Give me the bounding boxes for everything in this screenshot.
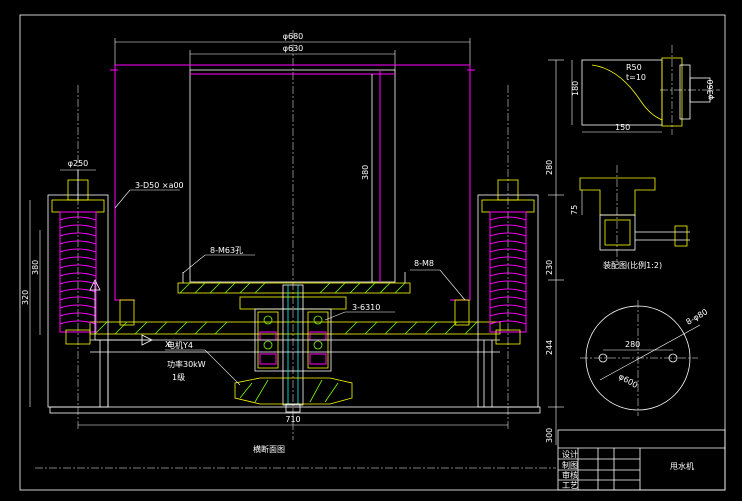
bottom-caption: 横断面图 bbox=[253, 444, 285, 454]
label-motor: 电机Y4 bbox=[167, 340, 193, 350]
detail-a-note-sub: t=10 bbox=[626, 73, 646, 82]
dim-right-3: 244 bbox=[545, 340, 554, 355]
label-bolts-d50: 3-D50 ×a00 bbox=[135, 181, 184, 190]
dim-drum-height: 380 bbox=[361, 165, 370, 180]
title-row-2: 制图 bbox=[562, 460, 578, 470]
label-m63: 8-M63孔 bbox=[210, 246, 243, 255]
dim-top-outer: φ680 bbox=[283, 32, 304, 41]
main-frame-beam bbox=[89, 321, 501, 335]
dim-left-2: 380 bbox=[31, 260, 40, 275]
detail-b: 75 装配图(比例1:2) bbox=[570, 165, 690, 270]
housing-left-wall bbox=[114, 65, 135, 301]
detail-a-note-top: R50 bbox=[626, 63, 642, 72]
left-spring bbox=[59, 211, 97, 333]
title-row-1: 设计 bbox=[562, 449, 578, 459]
detail-c-label-holes: 8-φ80 bbox=[685, 307, 710, 327]
dim-right-1: 280 bbox=[545, 160, 554, 175]
drive-pulley bbox=[234, 377, 353, 405]
main-shaft bbox=[282, 284, 304, 406]
right-spring bbox=[489, 211, 527, 333]
label-motor-speed: 1级 bbox=[172, 372, 185, 382]
detail-c: 280 8-φ80 φ600 bbox=[580, 300, 709, 416]
detail-b-dim-left: 75 bbox=[570, 205, 579, 215]
detail-a-dim-left: 180 bbox=[571, 81, 580, 96]
detail-a: 180 150 R50 t=10 φ360 bbox=[571, 45, 720, 135]
sheet-frame bbox=[19, 14, 726, 491]
dim-spring-top: φ250 bbox=[68, 159, 89, 168]
housing-right-wall bbox=[450, 65, 471, 301]
detail-a-profile bbox=[591, 64, 663, 121]
drawing-name: 甩水机 bbox=[670, 461, 694, 471]
detail-c-dim-center: 280 bbox=[625, 340, 640, 349]
title-row-4: 工艺 bbox=[562, 481, 578, 490]
dim-left-1: 320 bbox=[21, 290, 30, 305]
main-view: φ680 φ630 380 bbox=[21, 30, 564, 469]
label-m8: 8-M8 bbox=[414, 259, 434, 268]
detail-a-dim-right: φ360 bbox=[706, 79, 715, 100]
right-spring-column bbox=[477, 194, 539, 408]
dim-right-4: 300 bbox=[545, 428, 554, 443]
drum-body bbox=[189, 69, 396, 283]
base-plate bbox=[49, 406, 541, 414]
title-row-3: 审核 bbox=[562, 470, 578, 480]
detail-c-label-dia: φ600 bbox=[617, 372, 639, 390]
drum-bottom-plate bbox=[177, 282, 411, 294]
detail-a-dim-bottom: 150 bbox=[615, 123, 630, 132]
label-motor-power: 功率30kW bbox=[167, 359, 206, 369]
dim-top-inner: φ630 bbox=[283, 44, 304, 53]
dim-right-2: 230 bbox=[545, 260, 554, 275]
axis-x-label: X bbox=[165, 340, 171, 349]
dim-bottom: 710 bbox=[285, 415, 300, 424]
title-block: 设计 制图 审核 工艺 甩水机 bbox=[557, 429, 726, 491]
label-bearing: 3-6310 bbox=[352, 303, 380, 312]
detail-b-caption: 装配图(比例1:2) bbox=[603, 260, 662, 270]
